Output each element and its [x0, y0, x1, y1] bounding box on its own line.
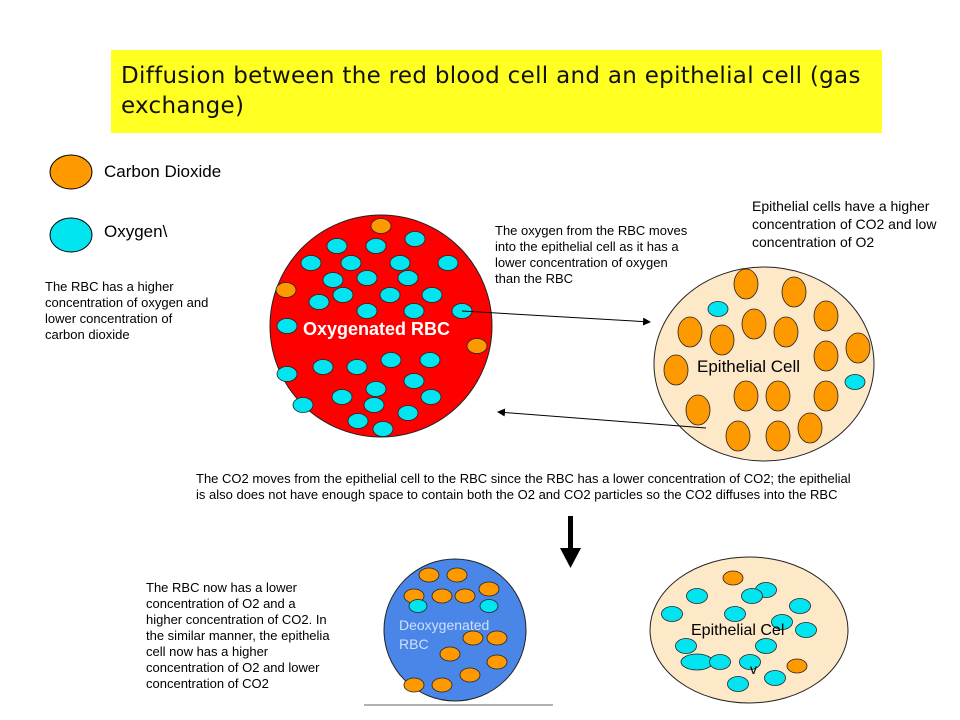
legend-oxygen-swatch	[49, 217, 93, 253]
title-banner: Diffusion between the red blood cell and…	[111, 50, 882, 133]
oxygen-movement-note: The oxygen from the RBC moves into the e…	[495, 223, 688, 286]
legend-oxygen-label: Oxygen\	[104, 222, 168, 241]
epithelial-cell-after-particles	[661, 570, 817, 692]
co2-movement-note: The CO2 moves from the epithelial cell t…	[196, 471, 851, 502]
oxygenated-rbc-cell	[269, 214, 493, 438]
oxygen-diffusion-arrow	[461, 310, 651, 326]
result-note: The RBC now has a lower concentration of…	[146, 580, 330, 691]
diagram-title: Diffusion between the red blood cell and…	[121, 63, 861, 119]
epithelial-cell-after-label: Epithelial Cel	[691, 622, 785, 639]
oxygenated-rbc-label: Oxygenated RBC	[303, 319, 451, 339]
rbc-note: The RBC has a higher concentration of ox…	[45, 279, 209, 342]
legend-co2-label: Carbon Dioxide	[104, 162, 222, 181]
epithelial-cell-label: Epithelial Cell	[697, 357, 800, 376]
stray-letter-v: v	[750, 661, 757, 677]
epithelial-cell-particles	[663, 268, 871, 452]
epithelial-note: Epithelial cells have a higher concentra…	[752, 198, 937, 250]
legend-co2-swatch	[49, 154, 93, 190]
co2-diffusion-arrow	[497, 408, 707, 429]
oxygenated-rbc-particles	[275, 218, 488, 437]
deoxygenated-rbc-particles	[403, 567, 508, 693]
deoxygenated-rbc-label: Deoxygenated RBC	[399, 617, 490, 652]
result-down-arrow	[560, 516, 581, 568]
